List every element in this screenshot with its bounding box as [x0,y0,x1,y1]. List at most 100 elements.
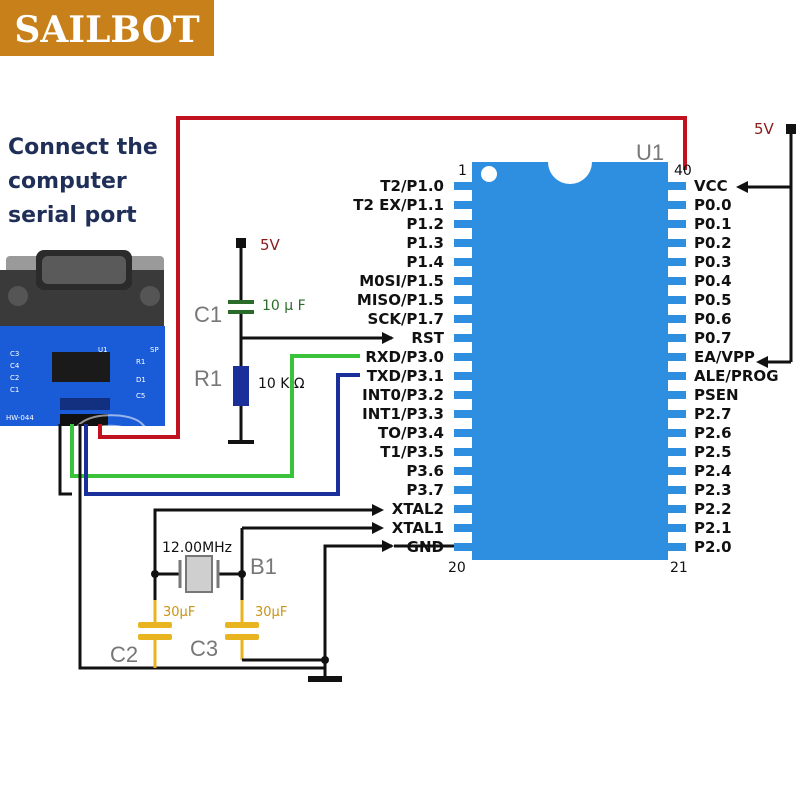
pin-left-2 [454,201,472,209]
r1-value: 10 K Ω [258,376,305,392]
pin-left-5 [454,258,472,266]
pin-label-right-37: P0.2 [694,234,732,252]
pin-label-left-13: INT1/P3.3 [362,405,444,423]
pin-label-right-29: PSEN [694,386,739,404]
pin-label-right-23: P2.2 [694,500,732,518]
pin-label-left-1: T2/P1.0 [380,177,444,195]
caption-line-1: Connect the [8,135,158,160]
vcc-supply [736,124,796,368]
crystal-circuit [138,504,472,682]
resistor-r1 [233,366,249,406]
serial-module: U1 SP C3 C4 C2 C1 R1 D1 C5 HW-044 [0,250,165,426]
pin-label-left-17: P3.7 [406,481,444,499]
pin-label-right-28: P2.7 [694,405,732,423]
pin-label-right-22: P2.1 [694,519,732,537]
pin-right-34 [668,296,686,304]
pin-left-13 [454,410,472,418]
pin-label-right-33: P0.6 [694,310,732,328]
svg-text:D1: D1 [136,376,146,384]
pin-label-left-20: GND [407,538,444,556]
pin-label-right-24: P2.3 [694,481,732,499]
pin-right-25 [668,467,686,475]
pin-right-22 [668,524,686,532]
c3-value: 30μF [255,605,287,620]
c3-ref: C3 [190,636,218,661]
pin-label-right-32: P0.7 [694,329,732,347]
svg-text:R1: R1 [136,358,145,366]
svg-text:C2: C2 [10,374,19,382]
reset-circuit [228,238,394,444]
pin-label-left-3: P1.2 [406,215,444,233]
pin-label-left-10: RXD/P3.0 [365,348,444,366]
pin-right-28 [668,410,686,418]
pin-label-right-31: EA/VPP [694,348,755,366]
pin-left-19 [454,524,472,532]
pin-right-26 [668,448,686,456]
gnd-wire-module [58,424,72,496]
pin-label-left-8: SCK/P1.7 [368,310,444,328]
caption-line-3: serial port [8,203,137,228]
caption-line-2: computer [8,169,127,194]
pin-label-left-16: P3.6 [406,462,444,480]
vcc-5v-label: 5V [754,120,775,138]
pin-right-36 [668,258,686,266]
reset-5v-label: 5V [260,236,281,254]
pin-label-left-14: TO/P3.4 [378,424,444,442]
pin-right-39 [668,201,686,209]
brand-name: SAILBOT [14,9,200,51]
pin-label-left-5: P1.4 [406,253,444,271]
pin-left-20 [454,543,472,551]
pin-right-29 [668,391,686,399]
mcu-chip [454,162,686,560]
pin-left-17 [454,486,472,494]
chip-notch [548,162,592,184]
pin-right-32 [668,334,686,342]
capacitor-c3 [225,622,259,628]
pin-right-35 [668,277,686,285]
pin-right-37 [668,239,686,247]
pin-right-38 [668,220,686,228]
pin-left-16 [454,467,472,475]
c1-value: 10 μ F [262,298,306,314]
pin-label-left-2: T2 EX/P1.1 [353,196,444,214]
pin-label-left-9: RST [411,329,444,347]
pin-label-right-21: P2.0 [694,538,732,556]
c2-ref: C2 [110,642,138,667]
pin-label-right-27: P2.6 [694,424,732,442]
pin-left-7 [454,296,472,304]
brand-badge [0,0,214,56]
pin-left-11 [454,372,472,380]
pin21-number: 21 [670,560,688,576]
pin-label-right-36: P0.3 [694,253,732,271]
capacitor-c2 [138,622,172,628]
pin-right-21 [668,543,686,551]
svg-text:U1: U1 [98,346,108,354]
pin-right-33 [668,315,686,323]
rx-wire [70,354,360,478]
crystal-freq: 12.00MHz [162,540,232,556]
pin-left-6 [454,277,472,285]
r1-ref: R1 [194,366,222,391]
pin-label-left-18: XTAL2 [392,500,444,518]
svg-text:C5: C5 [136,392,145,400]
pin-right-40 [668,182,686,190]
module-ic [52,352,110,382]
pin-left-9 [454,334,472,342]
pin-label-right-30: ALE/PROG [694,367,779,385]
pin-label-left-11: TXD/P3.1 [367,367,444,385]
pin-label-right-39: P0.0 [694,196,732,214]
svg-text:C4: C4 [10,362,20,370]
pin-right-31 [668,353,686,361]
pin-label-right-38: P0.1 [694,215,732,233]
pin-label-right-35: P0.4 [694,272,732,290]
pin-left-15 [454,448,472,456]
pin-label-left-15: T1/P3.5 [380,443,444,461]
pin-right-27 [668,429,686,437]
c2-value: 30μF [163,605,195,620]
pin-right-30 [668,372,686,380]
crystal-b1 [185,555,213,593]
ground-symbol [308,676,342,682]
pin-label-left-19: XTAL1 [392,519,444,537]
chip-body [472,162,668,560]
